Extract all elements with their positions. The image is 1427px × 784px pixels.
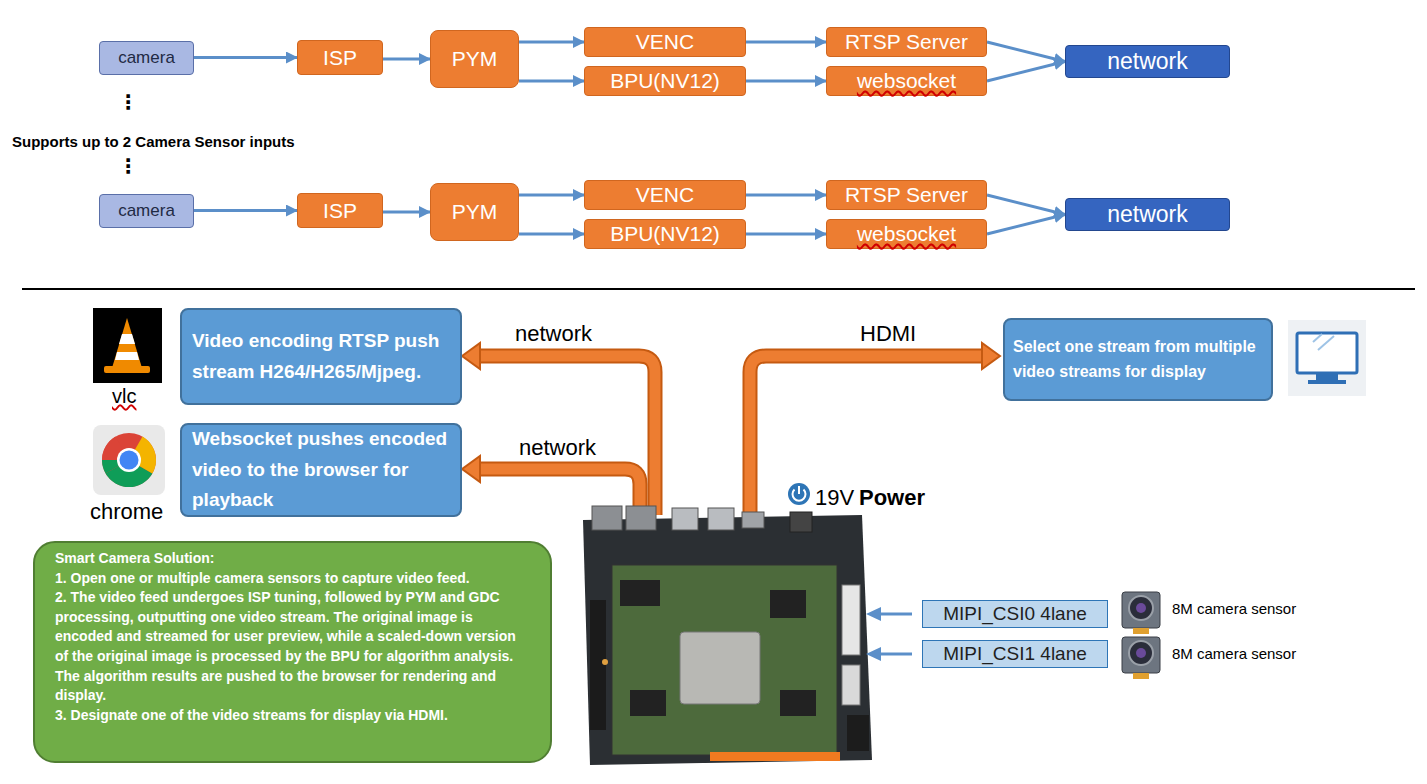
flow-arrow <box>383 211 430 214</box>
node-text: network <box>1066 201 1229 228</box>
hdmi-arrow <box>750 343 1000 515</box>
node-text: 1. Open one or multiple camera sensors t… <box>55 569 530 589</box>
process-box: BPU(NV12) <box>584 219 746 249</box>
power-label: Power <box>859 485 925 511</box>
flow-arrow <box>987 215 1065 235</box>
vlc-icon <box>93 308 162 383</box>
camera-sensor-icon <box>1122 592 1160 634</box>
link-label: HDMI <box>860 321 916 347</box>
node-text: camera <box>100 201 193 221</box>
monitor-icon <box>1288 320 1366 396</box>
mipi-arrow <box>866 607 912 661</box>
process-box: PYM <box>430 183 519 241</box>
network-box: network <box>1065 198 1230 231</box>
node-text: BPU(NV12) <box>585 69 745 93</box>
flow-arrow <box>746 80 826 83</box>
node-text: network <box>1066 48 1229 75</box>
process-box: RTSP Server <box>826 27 987 57</box>
node-text: Websocket pushes encoded video to the br… <box>192 424 450 515</box>
link-label: network <box>519 435 596 461</box>
node-text: RTSP Server <box>827 183 986 207</box>
network-arrow <box>462 343 655 515</box>
node-text: Video encoding RTSP push stream H264/H26… <box>192 326 450 387</box>
sensor-label: 8M camera sensor <box>1172 600 1296 617</box>
node-text: ISP <box>298 46 382 70</box>
board-illustration <box>583 506 872 765</box>
link-label: network <box>515 321 592 347</box>
node-text: ISP <box>298 199 382 223</box>
flow-arrow <box>519 41 584 44</box>
process-box: websocket <box>826 219 987 249</box>
chrome-icon <box>93 425 165 495</box>
process-box: ISP <box>297 193 383 228</box>
ellipsis-mark: ⋮ <box>118 154 138 178</box>
camera-box: camera <box>99 194 194 228</box>
flow-arrow <box>383 58 430 61</box>
separator-line <box>22 288 1415 290</box>
ellipsis-mark: ⋮ <box>118 90 138 114</box>
node-text: camera <box>100 48 193 68</box>
callout-box: Select one stream from multiple video st… <box>1003 318 1273 401</box>
flow-arrow <box>987 195 1065 215</box>
app-label: chrome <box>90 499 163 525</box>
node-text: PYM <box>431 200 518 224</box>
node-text: 3. Designate one of the video streams fo… <box>55 706 530 726</box>
power-label: 19V <box>815 485 854 511</box>
node-text: MIPI_CSI1 4lane <box>923 643 1107 665</box>
flow-arrow <box>519 80 584 83</box>
network-box: network <box>1065 45 1230 78</box>
node-text: BPU(NV12) <box>585 222 745 246</box>
flow-arrow <box>987 42 1065 62</box>
flow-arrow <box>194 56 297 59</box>
note-text: Supports up to 2 Camera Sensor inputs <box>12 133 295 150</box>
flow-arrow <box>746 41 826 44</box>
camera-box: camera <box>99 41 194 75</box>
camera-sensor-icon <box>1122 637 1160 679</box>
process-box: VENC <box>584 27 746 57</box>
sensor-label: 8M camera sensor <box>1172 645 1296 662</box>
node-text: VENC <box>585 30 745 54</box>
interface-box: MIPI_CSI1 4lane <box>922 640 1108 668</box>
node-text: MIPI_CSI0 4lane <box>923 603 1107 625</box>
node-text: websocket <box>827 222 986 246</box>
process-box: websocket <box>826 66 987 96</box>
node-text: RTSP Server <box>827 30 986 54</box>
app-label: vlc <box>112 385 136 408</box>
power-icon <box>788 483 810 505</box>
process-box: ISP <box>297 40 383 75</box>
callout-box: Video encoding RTSP push stream H264/H26… <box>180 308 462 405</box>
process-box: PYM <box>430 30 519 88</box>
flow-arrow <box>519 233 584 236</box>
node-text: PYM <box>431 47 518 71</box>
node-text: websocket <box>827 69 986 93</box>
process-box: VENC <box>584 180 746 210</box>
process-box: RTSP Server <box>826 180 987 210</box>
node-text: VENC <box>585 183 745 207</box>
flow-arrow <box>987 62 1065 82</box>
flow-arrow <box>194 209 297 212</box>
flow-arrow <box>519 194 584 197</box>
node-text: Select one stream from multiple video st… <box>1013 335 1263 385</box>
node-text: 2. The video feed undergoes ISP tuning, … <box>55 588 530 706</box>
interface-box: MIPI_CSI0 4lane <box>922 600 1108 628</box>
flow-arrow <box>746 233 826 236</box>
process-box: BPU(NV12) <box>584 66 746 96</box>
note-box: Smart Camera Solution:1. Open one or mul… <box>33 541 552 763</box>
flow-arrow <box>746 194 826 197</box>
callout-box: Websocket pushes encoded video to the br… <box>180 423 462 517</box>
note-heading: Smart Camera Solution: <box>55 549 530 569</box>
